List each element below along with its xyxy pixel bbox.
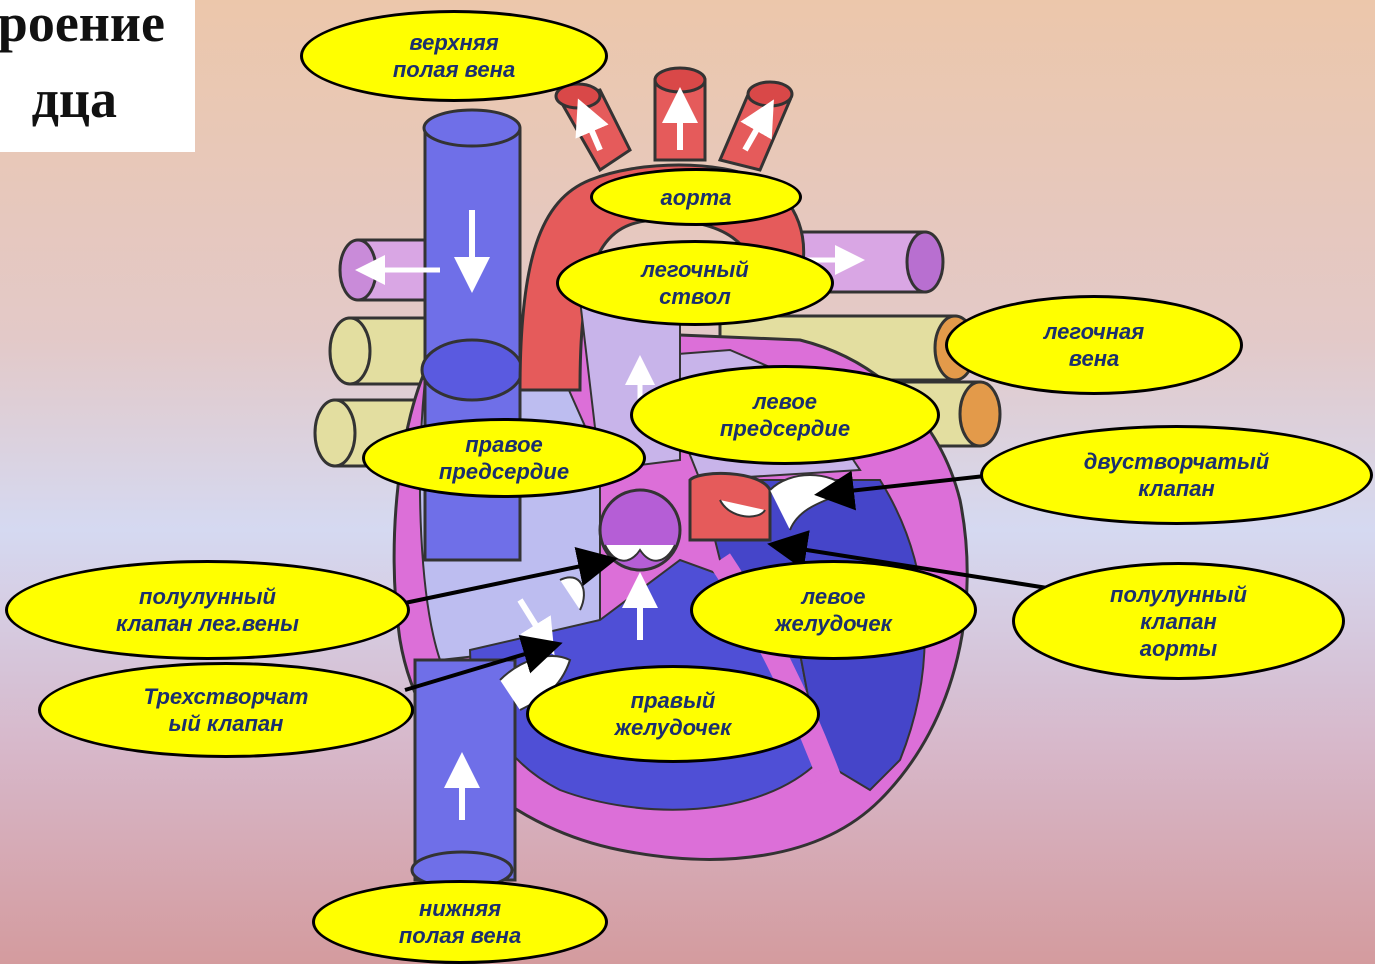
label-semilunar-pulmonary: полулунный клапан лег.вены bbox=[5, 560, 410, 660]
label-pulmonary-trunk: легочный ствол bbox=[556, 240, 834, 326]
label-superior-vena-cava: верхняя полая вена bbox=[300, 10, 608, 102]
label-semilunar-aorta: полулунный клапан аорты bbox=[1012, 562, 1345, 680]
label-right-ventricle: правый желудочек bbox=[526, 665, 820, 763]
label-bicuspid-valve: двустворчатый клапан bbox=[980, 425, 1373, 525]
label-left-atrium: левое предсердие bbox=[630, 365, 940, 465]
label-tricuspid-valve: Трехстворчат ый клапан bbox=[38, 662, 414, 758]
aortic-valve bbox=[690, 473, 770, 540]
label-inferior-vena-cava: нижняя полая вена bbox=[312, 880, 608, 964]
label-right-atrium: правое предсердие bbox=[362, 418, 646, 498]
label-pulmonary-vein: легочная вена bbox=[945, 295, 1243, 395]
pulmonary-valve bbox=[600, 490, 680, 570]
label-left-ventricle: левое желудочек bbox=[690, 560, 977, 660]
label-aorta: аорта bbox=[590, 168, 802, 226]
inferior-vena-cava bbox=[412, 660, 515, 888]
